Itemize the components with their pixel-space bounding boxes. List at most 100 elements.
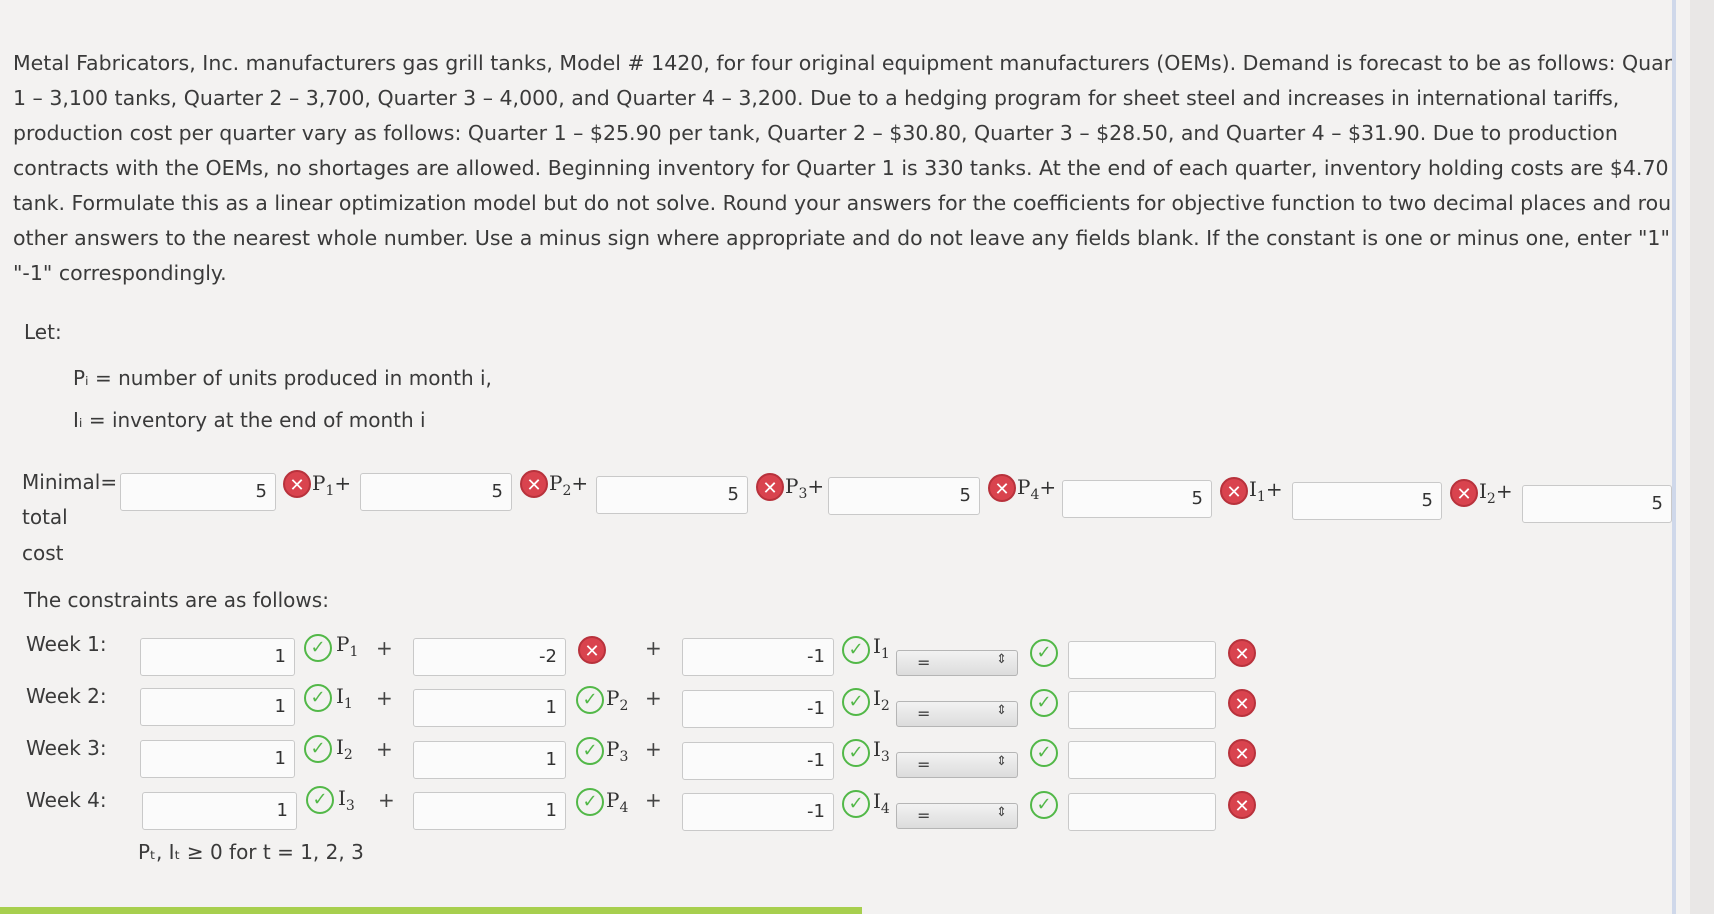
- objective-coef-p1-input[interactable]: 5: [120, 473, 276, 511]
- objective-var-p1: P1+: [312, 471, 352, 499]
- week-4-label: Week 4:: [26, 788, 107, 812]
- week-4-coef-3-input[interactable]: -1: [682, 793, 834, 831]
- x-icon: ✕: [756, 473, 784, 501]
- x-icon: ✕: [1228, 791, 1256, 819]
- nonnegativity-constraint: Pₜ, Iₜ ≥ 0 for t = 1, 2, 3: [138, 840, 364, 864]
- week-1-coef-2-input[interactable]: -2: [413, 638, 566, 676]
- week-3-rhs-input[interactable]: [1068, 741, 1216, 779]
- updown-arrow-icon: ⇕: [996, 652, 1007, 667]
- week-3-coef-2-input[interactable]: 1: [413, 741, 566, 779]
- week-2-var-3: I2: [873, 686, 890, 714]
- objective-coef-i1-input[interactable]: 5: [1062, 480, 1212, 518]
- constraints-label: The constraints are as follows:: [24, 588, 329, 612]
- updown-arrow-icon: ⇕: [996, 805, 1007, 820]
- week-2-var-2: P2: [606, 686, 629, 714]
- problem-line: 1 – 3,100 tanks, Quarter 2 – 3,700, Quar…: [13, 86, 1620, 110]
- x-icon: ✕: [988, 474, 1016, 502]
- check-icon: ✓: [1030, 791, 1058, 819]
- objective-var-p3: P3+: [785, 474, 825, 502]
- objective-coef-i2-input[interactable]: 5: [1292, 482, 1442, 520]
- objective-var-i2: I2+: [1479, 479, 1513, 507]
- week-3-coef-3-input[interactable]: -1: [682, 742, 834, 780]
- week-2-operator-select[interactable]: =⇕: [896, 701, 1018, 727]
- objective-coef-p4-input[interactable]: 5: [828, 477, 980, 515]
- week-3-label: Week 3:: [26, 736, 107, 760]
- updown-arrow-icon: ⇕: [996, 754, 1007, 769]
- objective-var-p2: P2+: [549, 471, 589, 499]
- week-4-coef-2-input[interactable]: 1: [413, 792, 566, 830]
- check-icon: ✓: [304, 634, 332, 662]
- check-icon: ✓: [576, 788, 604, 816]
- problem-statement: Metal Fabricators, Inc. manufacturers ga…: [13, 46, 1673, 291]
- check-icon: ✓: [1030, 639, 1058, 667]
- week-1-var-1: P1: [336, 632, 359, 660]
- check-icon: ✓: [306, 786, 334, 814]
- check-icon: ✓: [304, 684, 332, 712]
- week-1-label: Week 1:: [26, 632, 107, 656]
- check-icon: ✓: [576, 737, 604, 765]
- updown-arrow-icon: ⇕: [996, 703, 1007, 718]
- check-icon: ✓: [1030, 689, 1058, 717]
- objective-label: Minimal=: [22, 470, 118, 494]
- progress-bar: [0, 907, 862, 914]
- check-icon: ✓: [842, 790, 870, 818]
- week-2-coef-2-input[interactable]: 1: [413, 689, 566, 727]
- check-icon: ✓: [1030, 739, 1058, 767]
- week-2-coef-1-input[interactable]: 1: [140, 688, 295, 726]
- week-1-coef-1-input[interactable]: 1: [140, 638, 295, 676]
- x-icon: ✕: [578, 636, 606, 664]
- plus-sign: +: [645, 686, 662, 710]
- week-4-var-2: P4: [606, 788, 629, 816]
- week-3-coef-1-input[interactable]: 1: [140, 740, 295, 778]
- week-3-operator-select[interactable]: =⇕: [896, 752, 1018, 778]
- x-icon: ✕: [1228, 689, 1256, 717]
- plus-sign: +: [645, 636, 662, 660]
- problem-line: contracts with the OEMs, no shortages ar…: [13, 156, 1669, 180]
- objective-coef-last-input[interactable]: 5: [1522, 485, 1672, 523]
- week-3-var-1: I2: [336, 735, 353, 763]
- week-4-operator-select[interactable]: =⇕: [896, 803, 1018, 829]
- x-icon: ✕: [1228, 639, 1256, 667]
- week-4-rhs-input[interactable]: [1068, 793, 1216, 831]
- objective-var-p4: P4+: [1017, 475, 1057, 503]
- plus-sign: +: [645, 737, 662, 761]
- week-2-coef-3-input[interactable]: -1: [682, 690, 834, 728]
- x-icon: ✕: [1220, 477, 1248, 505]
- plus-sign: +: [376, 737, 393, 761]
- objective-var-i1: I1+: [1249, 477, 1283, 505]
- week-2-label: Week 2:: [26, 684, 107, 708]
- plus-sign: +: [645, 788, 662, 812]
- x-icon: ✕: [283, 470, 311, 498]
- plus-sign: +: [376, 686, 393, 710]
- check-icon: ✓: [842, 688, 870, 716]
- x-icon: ✕: [520, 470, 548, 498]
- problem-line: "-1" correspondingly.: [13, 261, 227, 285]
- check-icon: ✓: [576, 686, 604, 714]
- check-icon: ✓: [304, 735, 332, 763]
- week-1-var-3: I1: [873, 634, 890, 662]
- x-icon: ✕: [1450, 479, 1478, 507]
- week-2-rhs-input[interactable]: [1068, 691, 1216, 729]
- objective-label-cost: cost: [22, 541, 64, 565]
- week-1-rhs-input[interactable]: [1068, 641, 1216, 679]
- page-border: [1672, 0, 1676, 914]
- objective-coef-p3-input[interactable]: 5: [596, 476, 748, 514]
- week-1-operator-select[interactable]: =⇕: [896, 650, 1018, 676]
- week-2-var-1: I1: [336, 684, 353, 712]
- problem-line: tank. Formulate this as a linear optimiz…: [13, 191, 1673, 215]
- week-4-var-1: I3: [338, 786, 355, 814]
- x-icon: ✕: [1228, 739, 1256, 767]
- definition-inventory: Iᵢ = inventory at the end of month i: [73, 408, 426, 432]
- let-label: Let:: [24, 320, 62, 344]
- week-3-var-3: I3: [873, 737, 890, 765]
- week-4-var-3: I4: [873, 789, 890, 817]
- problem-line: other answers to the nearest whole numbe…: [13, 226, 1670, 250]
- week-4-coef-1-input[interactable]: 1: [142, 792, 297, 830]
- definition-production: Pᵢ = number of units produced in month i…: [73, 366, 492, 390]
- week-1-coef-3-input[interactable]: -1: [682, 638, 834, 676]
- problem-line: production cost per quarter vary as foll…: [13, 121, 1618, 145]
- plus-sign: +: [376, 636, 393, 660]
- plus-sign: +: [378, 788, 395, 812]
- objective-coef-p2-input[interactable]: 5: [360, 473, 512, 511]
